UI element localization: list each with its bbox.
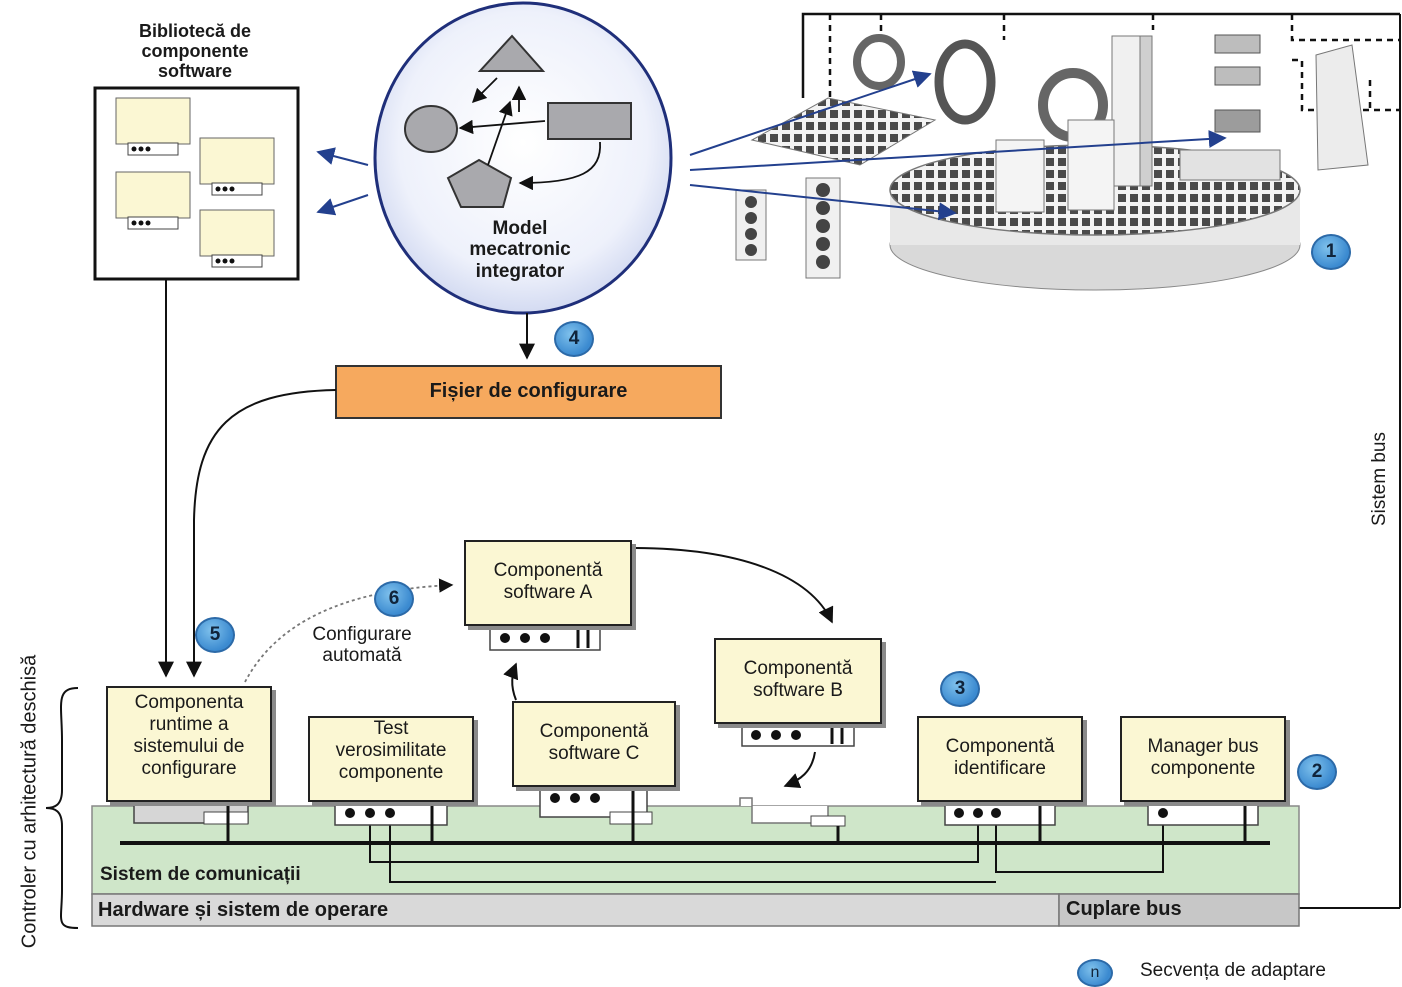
library-title-line-3: software <box>157 61 233 82</box>
model-title-line-3: integrator <box>475 260 565 282</box>
rectangle-shape <box>547 102 632 140</box>
config-file-box <box>335 365 722 419</box>
software-c-component: Componentă software C <box>512 701 676 787</box>
software-a-line-1: Componentă <box>493 560 603 581</box>
badge-6: 6 <box>374 581 414 617</box>
library-title-line-2: componente <box>141 41 249 62</box>
software-c-line-1: Componentă <box>539 721 649 742</box>
software-b-line-1: Componentă <box>743 658 853 679</box>
config-file-label: Fișier de configurare <box>429 380 628 402</box>
controller-brace <box>45 687 79 929</box>
auto-config-line-2: automată <box>322 645 402 667</box>
badge-3: 3 <box>940 671 980 707</box>
identification-component: Componentă identificare <box>917 716 1083 802</box>
library-title: Bibliotecă de componente software <box>90 21 300 81</box>
circle-shape <box>404 105 458 153</box>
legend-label: Secvența de adaptare <box>1140 960 1326 981</box>
runtime-line-4: configurare <box>141 757 237 779</box>
controller-label: Controler cu arhitectură deschisă <box>18 654 41 949</box>
test-line-1: Test <box>373 718 409 739</box>
runtime-line-3: sistemului de <box>133 735 245 757</box>
test-component: Test verosimilitate componente <box>308 716 474 802</box>
pentagon-shape <box>446 158 513 208</box>
identification-line-1: Componentă <box>945 736 1055 757</box>
triangle-shape <box>477 34 546 72</box>
software-c-line-2: software C <box>548 742 640 764</box>
badge-5: 5 <box>195 617 235 653</box>
auto-config-label: Configurare automată <box>282 624 442 667</box>
bus-coupling-label: Cuplare bus <box>1066 898 1182 920</box>
auto-config-line-1: Configurare <box>312 624 412 645</box>
library-module-3 <box>115 171 191 230</box>
bus-coupling-layer <box>1058 893 1300 927</box>
bus-system-label: Sistem bus <box>1369 432 1390 526</box>
identification-line-2: identificare <box>954 757 1046 779</box>
communication-layer <box>91 805 1300 895</box>
software-a-component: Componentă software A <box>464 540 632 626</box>
communication-label: Sistem de comunicații <box>100 864 301 885</box>
badge-2: 2 <box>1297 754 1337 790</box>
library-module-1 <box>115 97 191 156</box>
library-title-line-1: Bibliotecă de <box>138 21 252 41</box>
test-line-3: componente <box>338 761 444 783</box>
machine-illustration <box>689 12 1400 291</box>
hardware-os-label: Hardware și sistem de operare <box>98 899 389 921</box>
software-b-line-2: software B <box>753 679 843 701</box>
test-line-2: verosimilitate <box>335 739 447 761</box>
model-title-line-2: mecatronic <box>469 239 571 261</box>
badge-4: 4 <box>554 321 594 357</box>
software-a-line-2: software A <box>503 581 593 603</box>
bus-manager-component: Manager bus componente <box>1120 716 1286 802</box>
hardware-os-layer <box>91 893 1060 927</box>
bus-manager-line-2: componente <box>1150 757 1256 779</box>
runtime-line-2: runtime a <box>149 713 229 735</box>
bus-manager-line-1: Manager bus <box>1147 736 1259 757</box>
model-ellipse <box>373 1 673 315</box>
runtime-component: Componenta runtime a sistemului de confi… <box>106 686 272 802</box>
software-b-component: Componentă software B <box>714 638 882 724</box>
model-title-line-1: Model <box>492 218 548 239</box>
badge-1: 1 <box>1311 234 1351 270</box>
library-module-4 <box>199 209 275 268</box>
legend-badge: n <box>1077 959 1113 987</box>
runtime-line-1: Componenta <box>134 692 244 713</box>
model-title: Model mecatronic integrator <box>430 218 610 282</box>
library-module-2 <box>199 137 275 196</box>
